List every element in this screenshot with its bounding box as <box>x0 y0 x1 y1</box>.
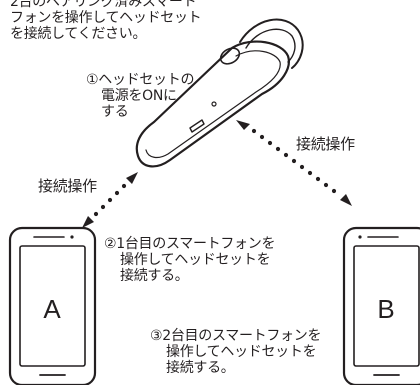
phone-b-label: B <box>377 294 394 324</box>
connect-arrow-right <box>236 120 352 206</box>
intro-line: 2台のペアリング済みスマート <box>10 0 197 10</box>
step2-text: ②1台目のスマートフォンを 操作してヘッドセットを 接続する。 <box>104 236 275 285</box>
phone-b-icon <box>342 226 420 385</box>
intro-line: を接続してください。 <box>10 26 147 43</box>
phone-a-icon <box>8 226 97 385</box>
connect-label-left: 接続操作 <box>38 177 97 195</box>
step3-line: 接続する。 <box>166 360 235 377</box>
step3-line: ③2台目のスマートフォンを <box>150 328 322 344</box>
step1-text: ①ヘッドセットの 電源をONに する <box>86 72 194 121</box>
headset-icon <box>135 18 304 168</box>
step2-line: 操作してヘッドセットを <box>120 252 271 269</box>
step1-line: ①ヘッドセットの <box>86 72 195 88</box>
step3-text: ③2台目のスマートフォンを 操作してヘッドセットを 接続する。 <box>150 328 321 377</box>
step2-line: ②1台目のスマートフォンを <box>104 236 276 252</box>
intro-text: 2台のペアリング済みスマート フォンを操作してヘッドセット を接続してください。 <box>10 0 202 43</box>
phone-a-label: A <box>43 294 61 324</box>
step1-line: する <box>101 104 129 121</box>
connect-label-right: 接続操作 <box>296 135 355 153</box>
step3-line: 操作してヘッドセットを <box>166 344 317 361</box>
intro-line: フォンを操作してヘッドセット <box>10 10 202 27</box>
connect-arrow-left <box>82 172 138 228</box>
step1-line: 電源をONに <box>101 88 177 105</box>
step2-line: 接続する。 <box>120 268 189 285</box>
